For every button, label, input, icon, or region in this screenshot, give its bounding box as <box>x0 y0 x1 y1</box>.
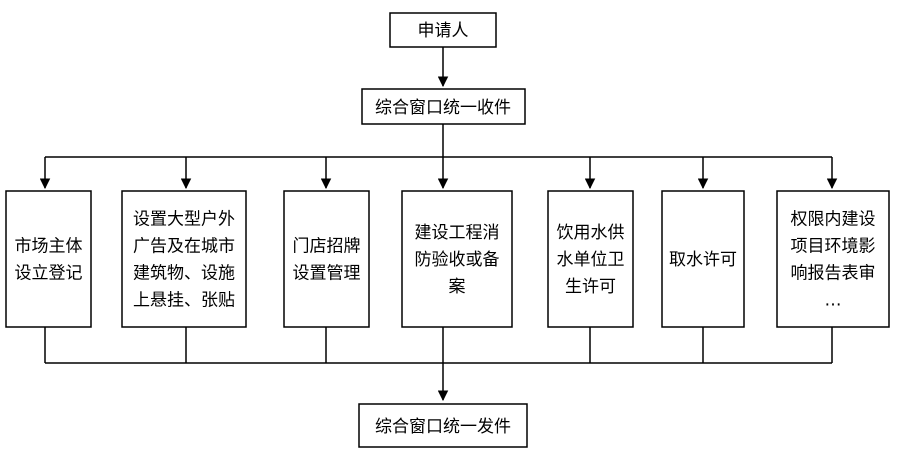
department-label-line: 设置管理 <box>293 264 361 284</box>
department-node: 权限内建设项目环境影响报告表审 … <box>776 157 890 363</box>
department-label-line: 饮用水供 <box>557 223 625 243</box>
department-label-line: 水单位卫 <box>557 250 625 270</box>
department-label-line: 权限内建设 <box>791 210 876 230</box>
department-box <box>776 190 890 328</box>
department-box <box>283 190 370 328</box>
intake-node: 综合窗口统一收件 <box>361 88 526 125</box>
department-label-line: 防验收或备 <box>415 250 500 270</box>
department-box <box>121 190 247 328</box>
issue-label: 综合窗口统一发件 <box>375 417 511 437</box>
department-box <box>661 190 745 328</box>
department-label-line: 设置大型户外 <box>133 210 235 230</box>
department-label-line: … <box>825 291 842 311</box>
department-label-line: 广告及在城市 <box>133 237 235 257</box>
department-label-line: 建设工程消 <box>415 223 500 243</box>
department-label-line: 生许可 <box>565 277 616 297</box>
issue-node: 综合窗口统一发件 <box>358 403 528 448</box>
department-label-line: 响报告表审 <box>791 264 876 284</box>
intake-label: 综合窗口统一收件 <box>375 98 511 118</box>
department-row: 市场主体设立登记设置大型户外广告及在城市建筑物、设施上悬挂、张贴门店招牌设置管理… <box>5 157 890 363</box>
department-label-line: 项目环境影 <box>791 237 876 257</box>
applicant-label: 申请人 <box>418 21 469 41</box>
applicant-node: 申请人 <box>389 12 497 48</box>
department-box <box>5 190 92 328</box>
department-label-line: 门店招牌 <box>293 237 361 257</box>
department-node: 取水许可 <box>661 157 745 363</box>
department-label-line: 建筑物、设施 <box>133 264 235 284</box>
department-label-line: 市场主体 <box>15 237 83 257</box>
department-label-line: 设立登记 <box>15 264 83 284</box>
department-box <box>401 190 513 328</box>
department-label-line: 取水许可 <box>669 250 737 270</box>
department-label-line: 上悬挂、张贴 <box>133 291 235 311</box>
department-label-line: 案 <box>449 277 466 297</box>
